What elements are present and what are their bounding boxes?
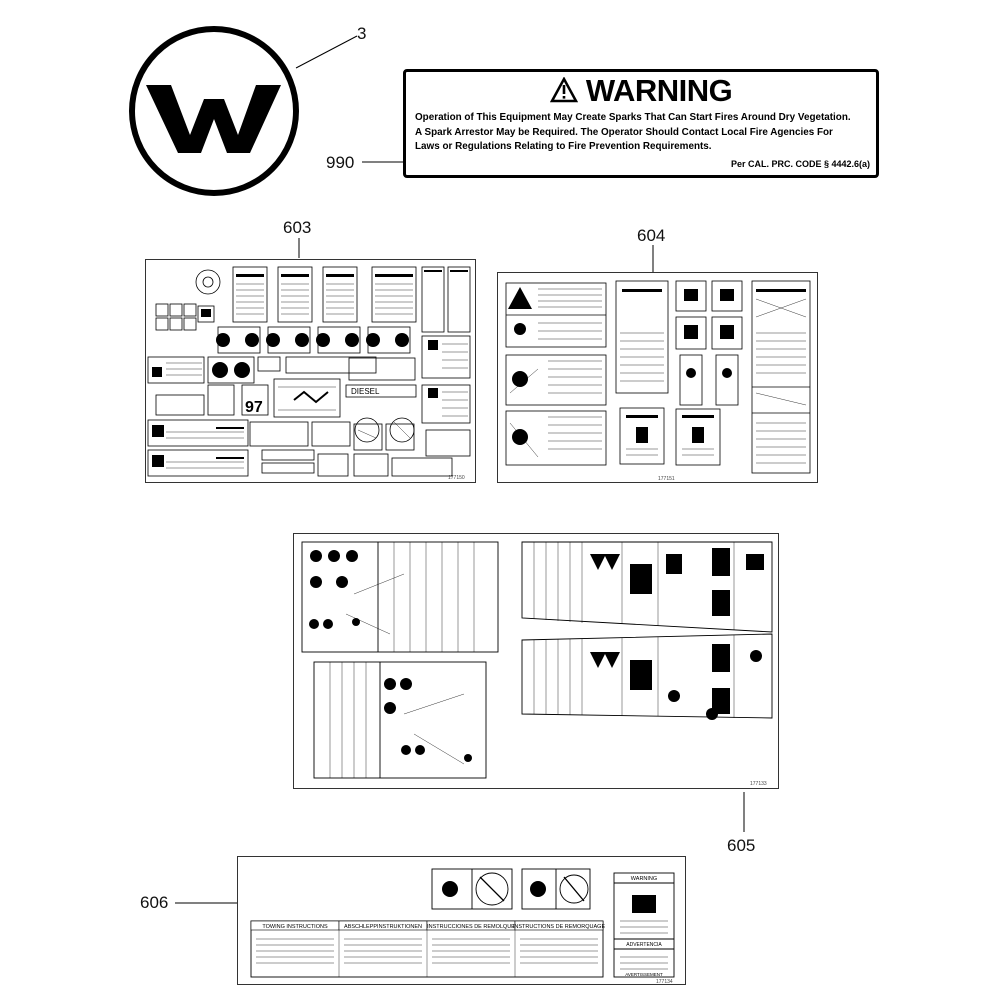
sheet-604-part-no: 177151 <box>658 476 675 482</box>
logo-letter: W <box>214 122 215 124</box>
tow-header-de: ABSCHLEPPINSTRUKTIONEN <box>344 924 422 930</box>
diesel-label: DIESEL <box>351 387 380 396</box>
callout-606: 606 <box>140 893 169 912</box>
sheet-603-part-no: 177150 <box>448 475 465 481</box>
decal-sheet-603-art: DIESEL 97 177150 <box>147 266 471 481</box>
number-97-label: 97 <box>245 399 263 416</box>
warning-decal: WARNING Operation of This Equipment May … <box>403 69 879 178</box>
tow-header-fr: INSTRUCTIONS DE REMORQUAGE <box>513 924 606 930</box>
decal-sheet-605-art: 177133 <box>301 541 773 787</box>
decal-sheet-606: TOWING INSTRUCTIONS ABSCHLEPPINSTRUKTION… <box>237 856 686 985</box>
tow-header-es: INSTRUCCIONES DE REMOLQUE <box>427 924 515 930</box>
callout-605: 605 <box>727 836 756 855</box>
s606-advertencia-label: ADVERTENCIA <box>626 942 662 948</box>
warning-header: WARNING <box>406 74 876 108</box>
warning-body: Operation of This Equipment May Create S… <box>415 112 851 152</box>
s606-warning-label: WARNING <box>631 876 657 882</box>
callout-604: 604 <box>637 226 666 245</box>
sheet-606-part-no: 177134 <box>656 979 673 984</box>
tow-header-en: TOWING INSTRUCTIONS <box>262 924 328 930</box>
callout-603: 603 <box>283 218 312 237</box>
decal-sheet-604: 177151 <box>497 272 818 483</box>
decal-sheet-604-art: 177151 <box>505 280 811 482</box>
callout-3: 3 <box>357 24 367 43</box>
warning-header-text: WARNING <box>585 73 733 108</box>
decal-sheet-603: DIESEL 97 177150 <box>145 259 476 483</box>
warning-triangle-icon <box>549 76 578 110</box>
decal-sheet-606-art: TOWING INSTRUCTIONS ABSCHLEPPINSTRUKTION… <box>250 868 675 985</box>
sheet-605-part-no: 177133 <box>750 781 767 787</box>
s606-avertissement-label: AVERTISSEMENT <box>625 972 663 977</box>
warning-code: Per CAL. PRC. CODE § 4442.6(a) <box>730 159 870 169</box>
logo-emblem-icon: W <box>129 26 299 196</box>
decal-sheet-605: 177133 <box>293 533 779 789</box>
callout-990: 990 <box>326 153 355 172</box>
